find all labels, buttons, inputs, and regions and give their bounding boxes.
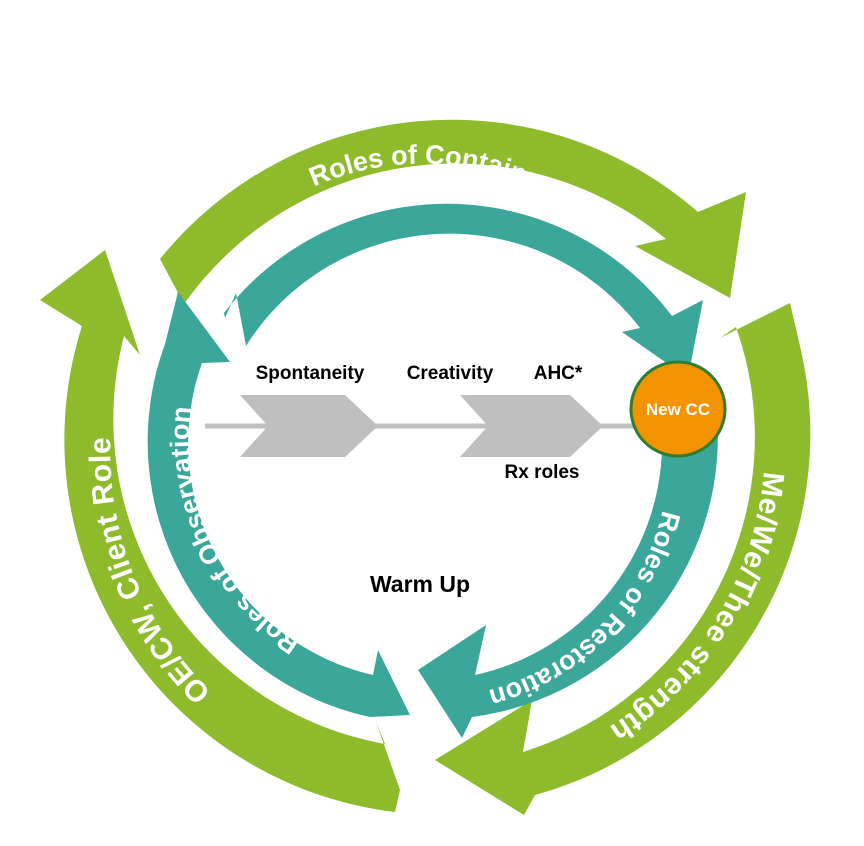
label-spontaneity: Spontaneity (256, 363, 365, 384)
label-new-cc: New CC (646, 400, 710, 419)
label-warm-up: Warm Up (370, 571, 470, 597)
chevron-ahc (460, 395, 603, 457)
chevron-spontaneity-creativity (240, 395, 378, 457)
outer-top-label: BD/CD Manager of Defenses (209, 19, 628, 128)
new-cc-circle (629, 360, 727, 458)
inner-arrow-top (224, 203, 703, 378)
label-creativity: Creativity (407, 363, 494, 384)
label-ahc: AHC* (534, 363, 583, 384)
outer-arrow-top (160, 119, 746, 304)
inner-arrow-left (147, 292, 410, 717)
outer-arrow-right (435, 303, 811, 815)
outer-arrow-left (40, 250, 400, 812)
label-rx-roles: Rx roles (505, 462, 580, 483)
